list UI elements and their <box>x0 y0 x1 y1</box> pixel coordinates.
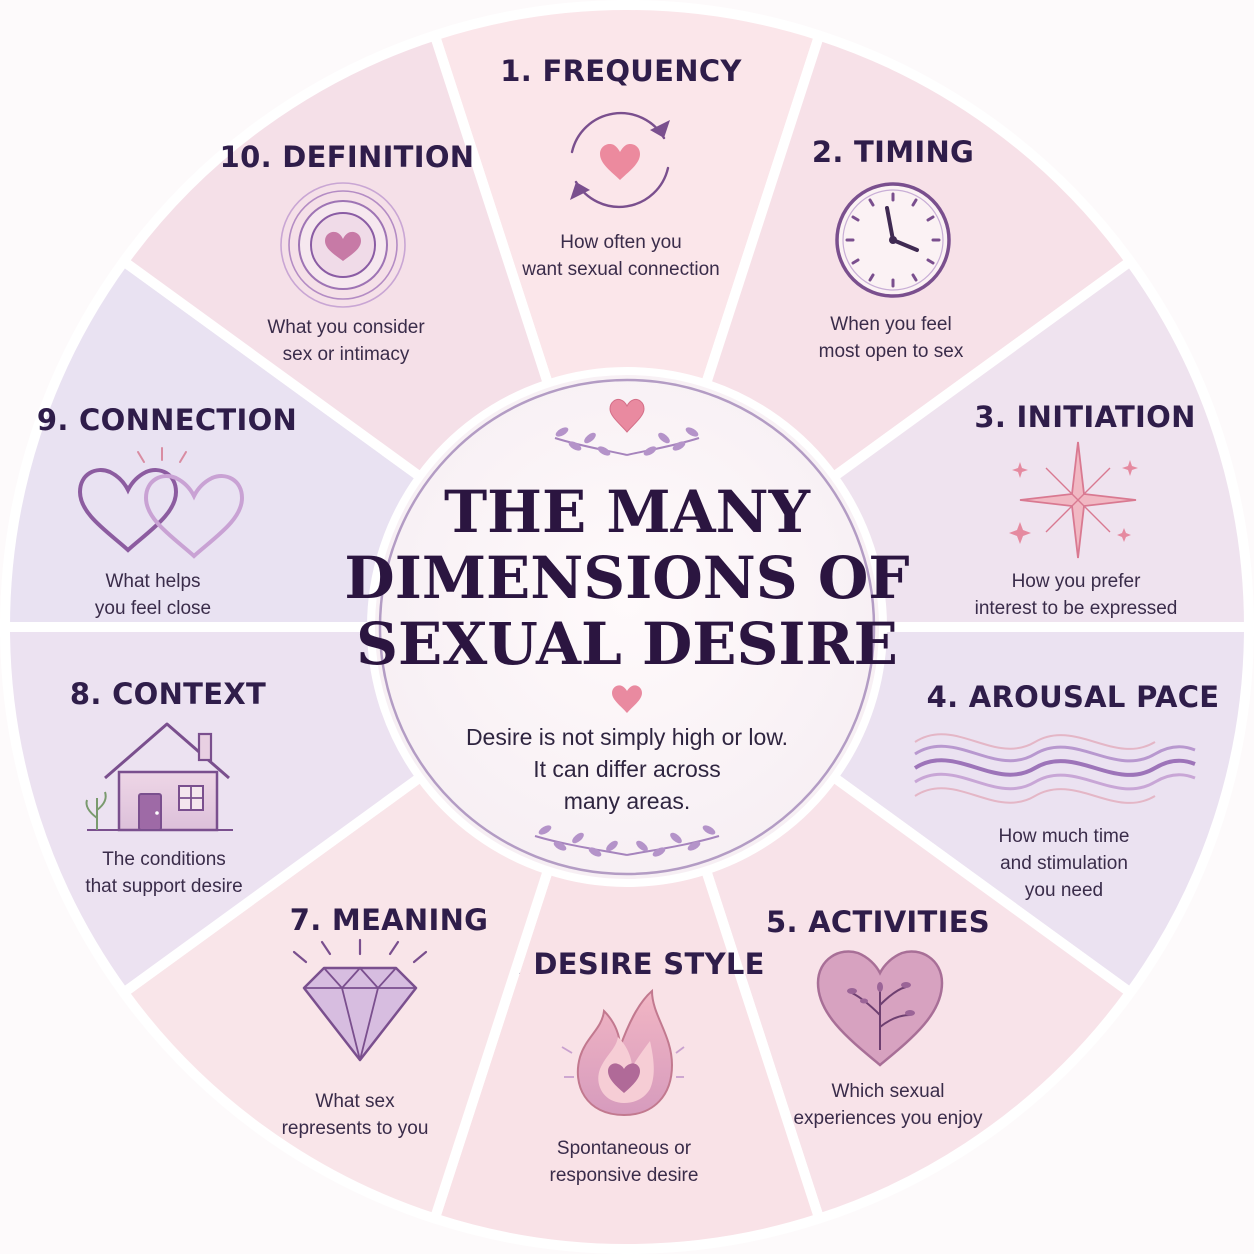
diamond-icon <box>292 938 428 1062</box>
center-subtitle-line-2: It can differ across <box>533 756 721 782</box>
segment-4: 4. AROUSAL PACE How much time and stimulat… <box>828 622 1254 998</box>
segment-9-desc-line-2: you feel close <box>95 598 211 619</box>
segment-5-desc-line-1: Which sexual <box>832 1081 945 1102</box>
segment-1: 1. FREQUENCY How often you want sexual con… <box>429 0 825 390</box>
segment-8-desc-line-1: The conditions <box>102 849 226 870</box>
linked-hearts-icon <box>77 447 245 559</box>
segment-9-desc-line-1: What helps <box>105 571 200 592</box>
segment-5-desc-line-2: experiences you enjoy <box>793 1108 983 1129</box>
target-heart-icon <box>280 182 406 308</box>
segment-7-desc-line-1: What sex <box>315 1091 395 1112</box>
waves-icon <box>913 733 1196 804</box>
segment-10-desc-line-2: sex or intimacy <box>283 344 410 365</box>
segment-8-title: 8. CONTEXT <box>70 677 266 711</box>
top-heart-icon <box>609 399 645 433</box>
segment-3-title: 3. INITIATION <box>974 400 1195 434</box>
center-title-line-2: DIMENSIONS OF <box>344 544 909 612</box>
segment-4-desc-line-3: you need <box>1025 880 1103 901</box>
segment-2-desc-line-1: When you feel <box>830 314 951 335</box>
segment-6-desc-line-1: Spontaneous or <box>557 1138 692 1159</box>
segment-3-desc-line-1: How you prefer <box>1012 571 1142 592</box>
top-laurel-ornament <box>554 399 700 456</box>
segment-1-desc-line-2: want sexual connection <box>521 259 720 280</box>
center-subtitle-line-3: many areas. <box>564 788 691 814</box>
segment-4-desc-line-1: How much time <box>999 826 1130 847</box>
segment-10-desc-line-1: What you consider <box>267 317 425 338</box>
segment-10-title: 10. DEFINITION <box>220 140 475 174</box>
segment-1-desc-line-1: How often you <box>560 232 681 253</box>
segment-3-desc-line-2: interest to be expressed <box>975 598 1178 619</box>
sparkle-icon <box>1009 441 1138 559</box>
center-heart-icon <box>612 685 642 713</box>
segment-7-desc-line-2: represents to you <box>282 1118 429 1139</box>
segment-5-title: 5. ACTIVITIES <box>766 905 990 939</box>
center-title-line-3: SEXUAL DESIRE <box>356 610 898 678</box>
segment-4-title: 4. AROUSAL PACE <box>927 680 1220 714</box>
center-title-line-1: THE MANY <box>444 478 811 546</box>
segment-2-title: 2. TIMING <box>812 135 974 169</box>
segment-9-title: 9. CONNECTION <box>37 403 297 437</box>
segment-8-desc-line-2: that support desire <box>85 876 242 897</box>
segment-3: 3. INITIATION How you prefer interest to b… <box>828 256 1254 632</box>
floral-heart-icon <box>816 950 944 1067</box>
center-panel: THE MANY DIMENSIONS OF SEXUAL DESIRE Des… <box>344 369 910 885</box>
segment-2-desc-line-2: most open to sex <box>819 341 964 362</box>
segment-4-desc-line-2: and stimulation <box>1000 853 1128 874</box>
clock-icon <box>835 182 951 298</box>
bottom-laurel-ornament <box>534 825 720 857</box>
house-icon <box>85 722 233 832</box>
segment-6-desc-line-2: responsive desire <box>550 1165 699 1186</box>
segment-1-title: 1. FREQUENCY <box>500 54 742 88</box>
cycle-heart-icon <box>570 111 670 209</box>
segment-7-title: 7. MEANING <box>290 903 489 937</box>
segment-6-title: 6. DESIRE STYLE <box>491 947 765 981</box>
flame-heart-icon <box>561 988 685 1117</box>
center-subtitle-line-1: Desire is not simply high or low. <box>466 724 788 750</box>
